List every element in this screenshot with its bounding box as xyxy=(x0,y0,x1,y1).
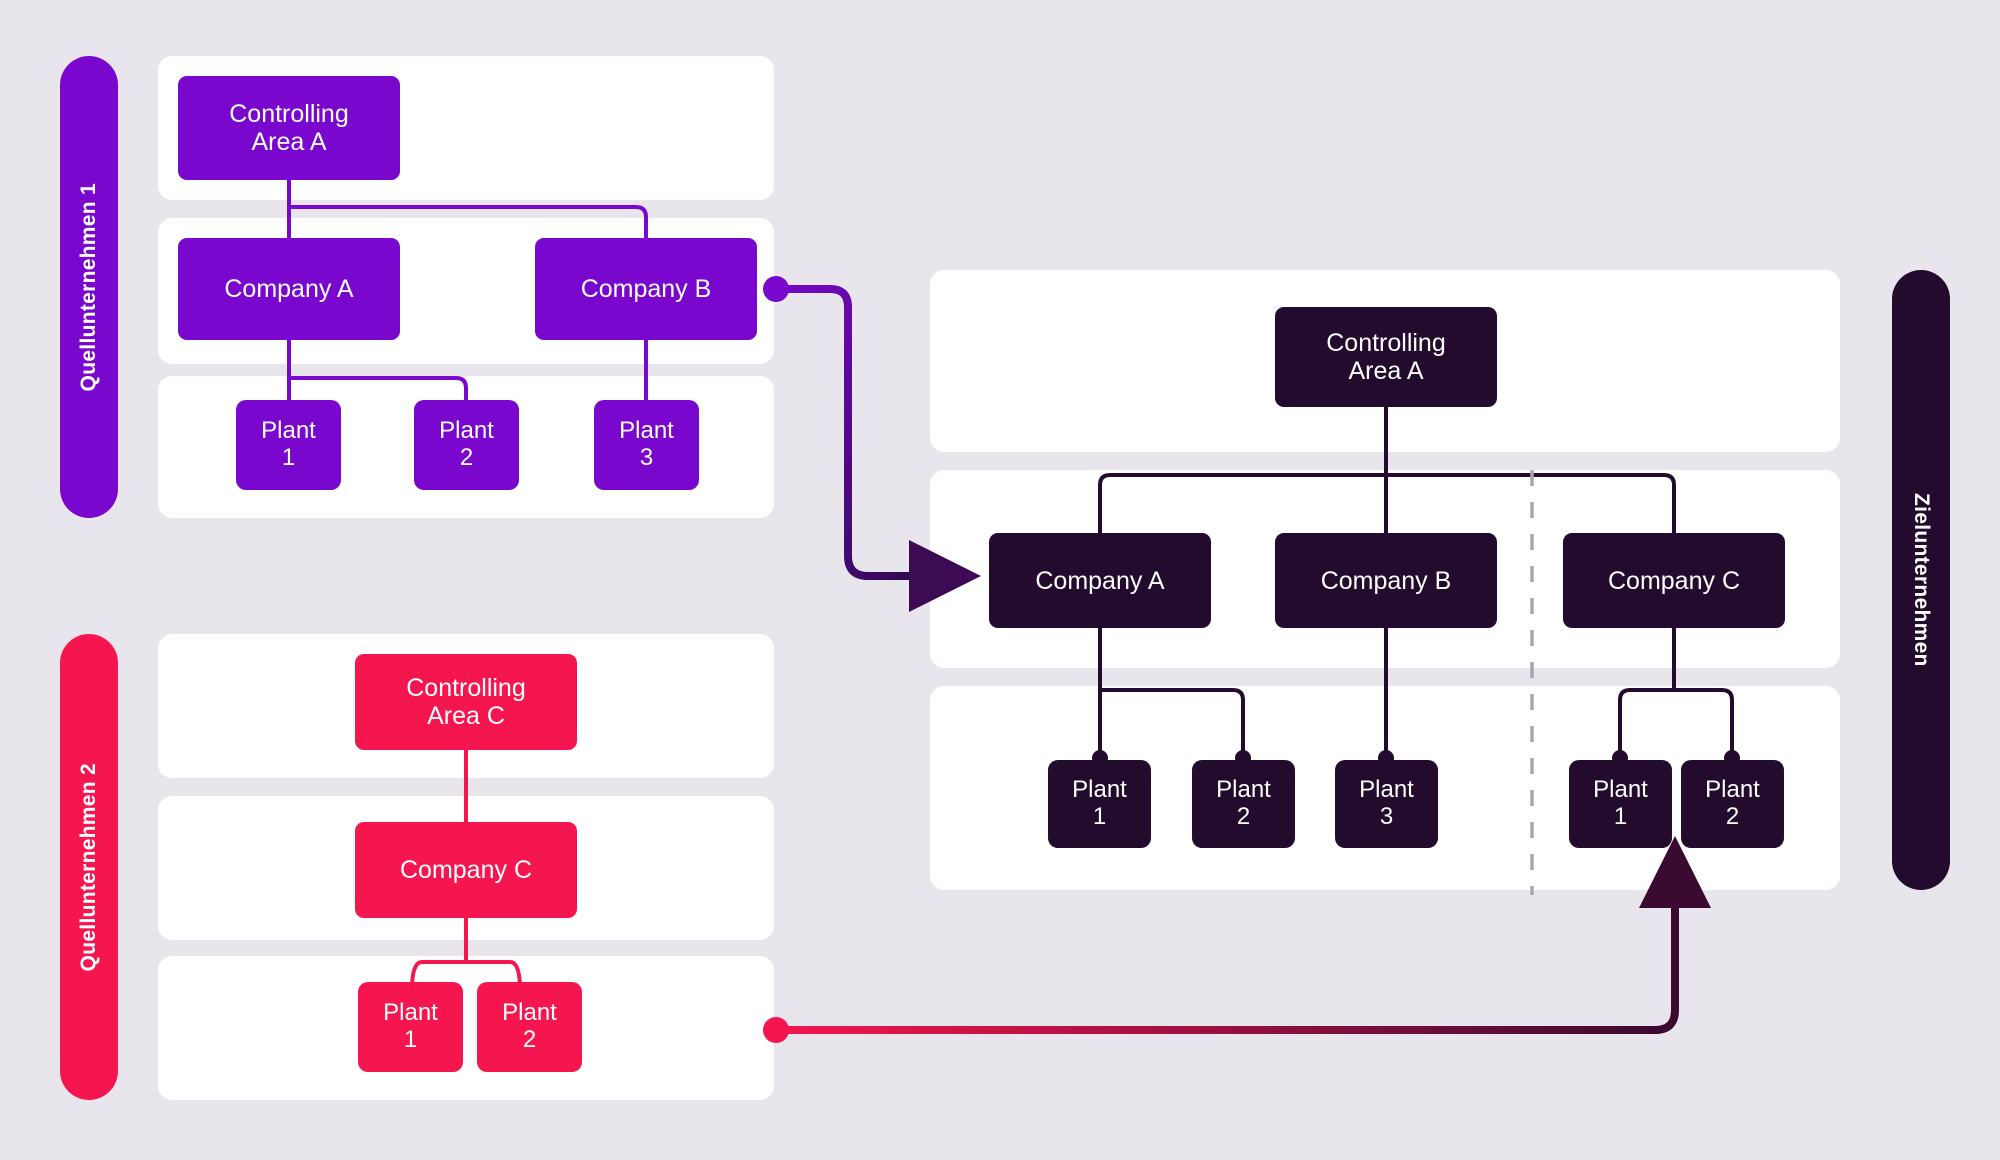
target-plant-c2[interactable]: Plant 2 xyxy=(1681,760,1784,848)
target-company-a-label: Company A xyxy=(1035,566,1165,595)
source1-controlling-area-a[interactable]: Controlling Area A xyxy=(178,76,400,180)
target-plant-c1-line1: Plant xyxy=(1593,776,1648,804)
target-company-c-label: Company C xyxy=(1608,566,1740,595)
target-company-b-label: Company B xyxy=(1320,566,1452,595)
target-plant-a1-line2: 1 xyxy=(1092,803,1107,830)
source2-company-c-label: Company C xyxy=(400,856,532,884)
source1-company-b[interactable]: Company B xyxy=(535,238,757,340)
source2-plant-panel xyxy=(158,956,774,1100)
migration-arrow-source1 xyxy=(776,285,981,612)
source2-plant-1-line1: Plant xyxy=(383,999,438,1027)
migration-arrow-source2 xyxy=(776,836,1711,1034)
source1-company-a-label: Company A xyxy=(224,275,354,303)
target-plant-b3-line1: Plant xyxy=(1359,776,1414,804)
target-plant-b3[interactable]: Plant 3 xyxy=(1335,760,1438,848)
side-label-source1: Quellunternehmen 1 xyxy=(60,56,118,518)
source1-plant-3-line1: Plant xyxy=(619,417,674,445)
source2-controlling-area-c[interactable]: Controlling Area C xyxy=(355,654,577,750)
side-label-target: Zielunternehmen xyxy=(1892,270,1950,890)
source1-company-b-label: Company B xyxy=(580,275,712,303)
source1-plant-2-line2: 2 xyxy=(459,444,474,471)
source2-company-c[interactable]: Company C xyxy=(355,822,577,918)
target-plant-a1-line1: Plant xyxy=(1072,776,1127,804)
source2-plant-1-line2: 1 xyxy=(403,1026,418,1053)
target-plant-b3-line2: 3 xyxy=(1379,803,1394,830)
target-plant-a1[interactable]: Plant 1 xyxy=(1048,760,1151,848)
side-label-source2-text: Quellunternehmen 2 xyxy=(77,762,100,972)
source2-plant-2[interactable]: Plant 2 xyxy=(477,982,582,1072)
target-plant-a2[interactable]: Plant 2 xyxy=(1192,760,1295,848)
source1-ca-a-line2: Area A xyxy=(251,128,327,156)
target-company-c[interactable]: Company C xyxy=(1563,533,1785,628)
target-plant-a2-line1: Plant xyxy=(1216,776,1271,804)
source1-plant-1[interactable]: Plant 1 xyxy=(236,400,341,490)
side-label-target-text: Zielunternehmen xyxy=(1910,493,1933,667)
source2-plant-1[interactable]: Plant 1 xyxy=(358,982,463,1072)
source1-plant-1-line2: 1 xyxy=(281,444,296,471)
target-plant-a2-line2: 2 xyxy=(1236,803,1251,830)
source1-plant-3-line2: 3 xyxy=(639,444,654,471)
side-label-source2: Quellunternehmen 2 xyxy=(60,634,118,1100)
target-plant-c1[interactable]: Plant 1 xyxy=(1569,760,1672,848)
target-company-a[interactable]: Company A xyxy=(989,533,1211,628)
source1-plant-2[interactable]: Plant 2 xyxy=(414,400,519,490)
source1-ca-a-line1: Controlling xyxy=(229,100,349,128)
target-plant-c1-line2: 1 xyxy=(1613,803,1628,830)
source2-ca-c-line1: Controlling xyxy=(406,674,526,702)
target-ca-a-line2: Area A xyxy=(1348,357,1424,385)
source1-plant-1-line1: Plant xyxy=(261,417,316,445)
source1-company-a[interactable]: Company A xyxy=(178,238,400,340)
target-company-b[interactable]: Company B xyxy=(1275,533,1497,628)
target-plant-c2-line2: 2 xyxy=(1725,803,1740,830)
side-label-source1-text: Quellunternehmen 1 xyxy=(77,182,100,392)
target-ca-a-line1: Controlling xyxy=(1326,329,1446,357)
target-controlling-area-a[interactable]: Controlling Area A xyxy=(1275,307,1497,407)
target-plant-c2-line1: Plant xyxy=(1705,776,1760,804)
source1-plant-2-line1: Plant xyxy=(439,417,494,445)
source1-plant-3[interactable]: Plant 3 xyxy=(594,400,699,490)
source2-plant-2-line1: Plant xyxy=(502,999,557,1027)
source2-plant-2-line2: 2 xyxy=(522,1026,537,1053)
source2-ca-c-line2: Area C xyxy=(427,702,505,730)
